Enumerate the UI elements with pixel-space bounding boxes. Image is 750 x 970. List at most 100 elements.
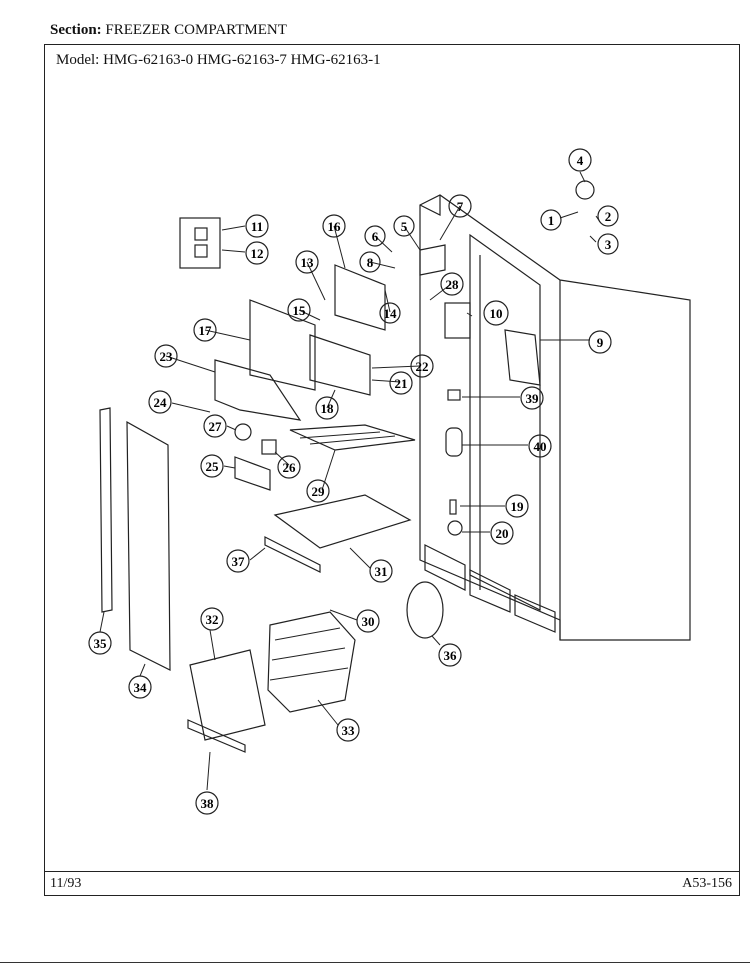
- callout-9: 9: [588, 330, 612, 354]
- callout-15: 15: [287, 298, 311, 322]
- part-part-20: [447, 520, 463, 536]
- callout-36: 36: [438, 643, 462, 667]
- part-bulb-27: [234, 423, 252, 441]
- callout-31: 31: [369, 559, 393, 583]
- svg-text:30: 30: [362, 614, 375, 629]
- svg-text:21: 21: [395, 376, 408, 391]
- svg-text:23: 23: [160, 349, 174, 364]
- svg-text:11: 11: [251, 219, 263, 234]
- part-grille-10: [444, 302, 471, 339]
- part-basket-33: [267, 611, 356, 713]
- model-label: Model:: [56, 52, 100, 68]
- callout-markers: 1 2 3 4 5 6 7 8 9 10 11 12 13 14 15 16 1…: [88, 148, 619, 815]
- callout-33: 33: [336, 718, 360, 742]
- model-line: Model: HMG-62163-0 HMG-62163-7 HMG-62163…: [56, 52, 381, 69]
- part-wire-shelf-29: [289, 424, 416, 451]
- part-part-39: [447, 389, 461, 401]
- callout-24: 24: [148, 390, 172, 414]
- callout-13: 13: [295, 250, 319, 274]
- part-cover-17: [249, 299, 316, 391]
- callout-12: 12: [245, 241, 269, 265]
- svg-text:10: 10: [490, 306, 503, 321]
- callout-3: 3: [597, 233, 619, 255]
- callout-30: 30: [356, 609, 380, 633]
- diagram-frame: [44, 44, 740, 896]
- svg-text:6: 6: [372, 229, 379, 244]
- callout-7: 7: [448, 194, 472, 218]
- footer-date: 11/93: [50, 876, 82, 891]
- callout-22: 22: [410, 354, 434, 378]
- svg-text:20: 20: [496, 526, 509, 541]
- callout-29: 29: [306, 479, 330, 503]
- callout-37: 37: [226, 549, 250, 573]
- callout-27: 27: [203, 414, 227, 438]
- part-housing-23: [214, 359, 302, 421]
- svg-text:31: 31: [375, 564, 388, 579]
- svg-text:25: 25: [206, 459, 220, 474]
- callout-34: 34: [128, 675, 152, 699]
- svg-text:39: 39: [526, 391, 540, 406]
- svg-text:33: 33: [342, 723, 356, 738]
- callout-28: 28: [440, 272, 464, 296]
- svg-text:16: 16: [328, 219, 342, 234]
- svg-text:18: 18: [321, 401, 335, 416]
- svg-text:37: 37: [232, 554, 246, 569]
- part-socket-26: [261, 439, 277, 455]
- svg-text:36: 36: [444, 648, 458, 663]
- svg-text:3: 3: [605, 237, 612, 252]
- svg-text:28: 28: [446, 277, 460, 292]
- svg-text:32: 32: [206, 612, 219, 627]
- part-fan-36: [406, 581, 444, 639]
- svg-text:1: 1: [548, 213, 555, 228]
- callout-8: 8: [359, 251, 381, 273]
- part-liner-34: [126, 420, 171, 671]
- svg-text:24: 24: [154, 395, 168, 410]
- svg-text:9: 9: [597, 335, 604, 350]
- callout-16: 16: [322, 214, 346, 238]
- callout-1: 1: [540, 209, 562, 231]
- part-panel-16: [334, 264, 386, 331]
- part-valve-4: [575, 180, 595, 200]
- callout-14: 14: [379, 302, 401, 324]
- svg-text:15: 15: [293, 303, 307, 318]
- svg-text:5: 5: [401, 219, 408, 234]
- svg-text:27: 27: [209, 419, 223, 434]
- part-part-19: [449, 499, 457, 515]
- callout-17: 17: [193, 318, 217, 342]
- part-bracket-11-12: [179, 217, 221, 269]
- svg-text:35: 35: [94, 636, 108, 651]
- section-label: Section:: [50, 22, 102, 38]
- svg-text:2: 2: [605, 209, 612, 224]
- callout-32: 32: [200, 607, 224, 631]
- callout-20: 20: [490, 521, 514, 545]
- svg-text:29: 29: [312, 484, 326, 499]
- part-trim-38: [187, 719, 246, 753]
- callout-35: 35: [88, 631, 112, 655]
- part-trim-37: [264, 536, 321, 573]
- callout-25: 25: [200, 454, 224, 478]
- callout-19: 19: [505, 494, 529, 518]
- footer-page-code: A53-156: [682, 876, 732, 891]
- callout-4: 4: [568, 148, 592, 172]
- model-values: HMG-62163-0 HMG-62163-7 HMG-62163-1: [103, 52, 381, 68]
- callout-23: 23: [154, 344, 178, 368]
- svg-text:19: 19: [511, 499, 525, 514]
- part-bin-32: [189, 649, 266, 741]
- svg-text:22: 22: [416, 359, 429, 374]
- svg-text:34: 34: [134, 680, 148, 695]
- part-strip-35: [99, 407, 113, 613]
- svg-text:7: 7: [457, 199, 464, 214]
- part-cover-9: [504, 329, 541, 386]
- callout-38: 38: [195, 791, 219, 815]
- callout-39: 39: [520, 386, 544, 410]
- leader-lines: [99, 171, 601, 791]
- part-duct-18: [309, 334, 371, 396]
- footer-divider: [44, 871, 740, 872]
- part-bracket-25: [234, 456, 271, 491]
- callout-21: 21: [389, 371, 413, 395]
- callout-5: 5: [393, 215, 415, 237]
- svg-text:17: 17: [199, 323, 213, 338]
- part-part-40: [445, 427, 463, 457]
- page-bottom-rule: [0, 962, 750, 963]
- svg-text:13: 13: [301, 255, 315, 270]
